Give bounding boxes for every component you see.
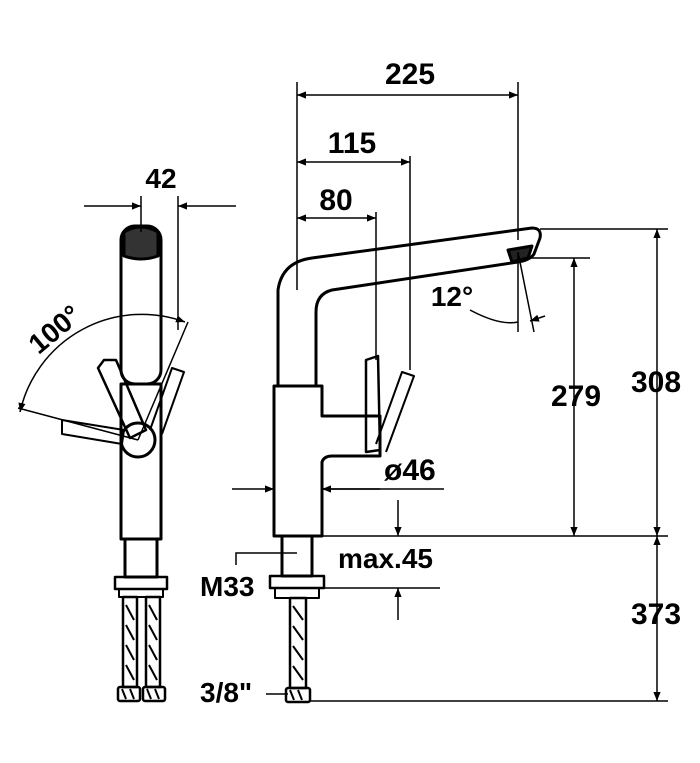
front-body (119, 382, 163, 541)
dim-42: 42 (145, 163, 176, 194)
dim-m33: M33 (200, 571, 254, 602)
side-lever-ghost (375, 371, 415, 453)
side-dimensions (232, 82, 668, 702)
dim-373: 373 (631, 598, 681, 631)
dim-80: 80 (319, 184, 352, 217)
dim-diameter-46: ø46 (384, 454, 436, 487)
front-view (61, 224, 185, 703)
side-neck (280, 534, 314, 578)
front-neck (123, 537, 159, 579)
side-nut (268, 574, 326, 590)
front-lever-ghost-horizontal (61, 419, 125, 445)
front-lever-hub (119, 421, 157, 459)
side-spout (276, 226, 542, 386)
dim-12-deg: 12° (431, 281, 473, 312)
side-view (268, 226, 542, 704)
dim-308: 308 (631, 366, 681, 399)
dim-3-8-inch: 3/8" (200, 677, 252, 708)
dim-225: 225 (385, 58, 435, 91)
front-hoses (116, 595, 167, 703)
dim-279: 279 (551, 380, 601, 413)
side-hose-nut (284, 686, 312, 704)
front-dimensions (17, 196, 236, 441)
side-body (272, 384, 382, 538)
side-lever (364, 354, 382, 454)
front-spout-outlet (122, 225, 160, 261)
dim-max-45: max.45 (338, 543, 433, 574)
angle-arc-12 (469, 309, 519, 324)
dim-115: 115 (328, 127, 376, 160)
angle-arc-100 (18, 313, 186, 413)
front-nut (113, 575, 169, 591)
